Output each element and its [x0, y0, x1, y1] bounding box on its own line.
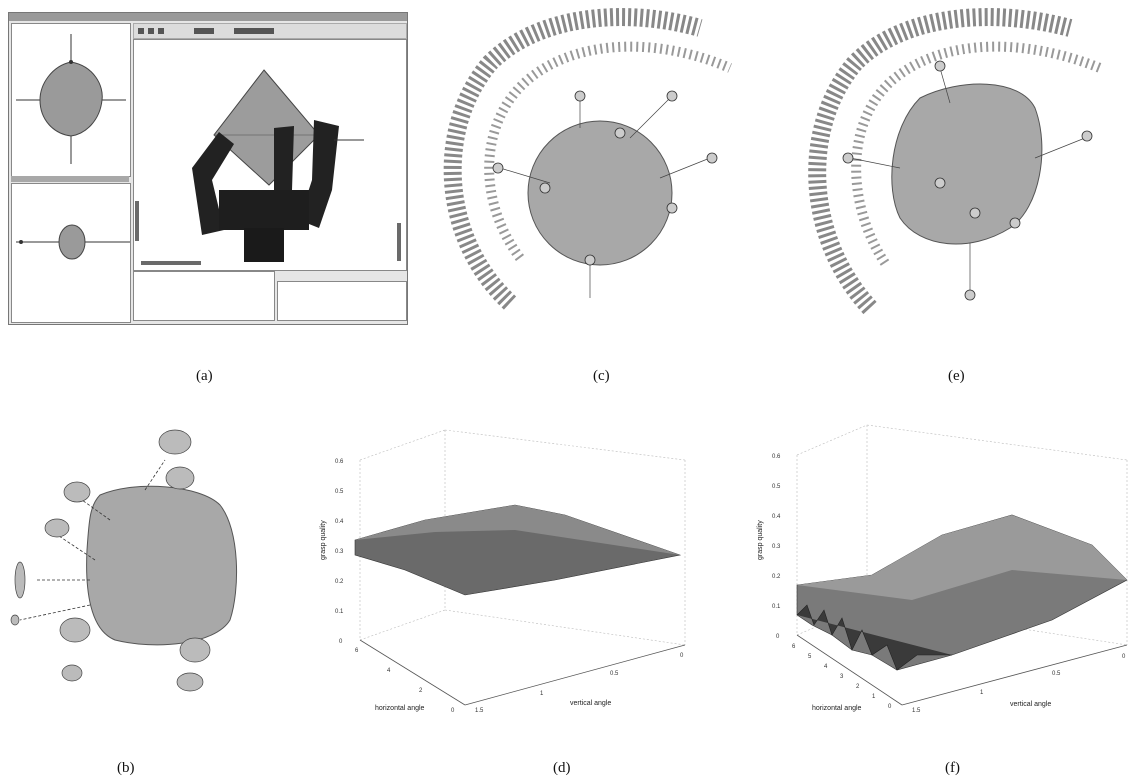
side-view-pane	[11, 183, 131, 323]
object-few-samples	[5, 420, 265, 720]
f-zlabel: grasp quality	[757, 520, 764, 560]
right-slider[interactable]	[397, 223, 401, 261]
d-z-tick: 0.1	[335, 609, 344, 615]
f-y-tick: 0	[1122, 654, 1126, 660]
d-xlabel: horizontal angle	[375, 705, 425, 712]
d-x-tick: 6	[355, 648, 359, 654]
d-y-tick: 0.5	[610, 671, 619, 677]
toolbar[interactable]	[133, 23, 407, 39]
d-z-tick: 0.5	[335, 489, 344, 495]
caption-a: (a)	[196, 368, 213, 385]
f-z-tick: 0.6	[772, 454, 781, 460]
pane-divider[interactable]	[11, 176, 129, 182]
grasp-simulator-window	[8, 12, 408, 325]
sphere-grasp-sampling	[430, 8, 770, 313]
d-y-tick: 0	[680, 653, 684, 659]
d-ylabel: vertical angle	[570, 700, 611, 707]
f-z-tick: 0.3	[772, 544, 781, 550]
f-x-tick: 5	[808, 654, 812, 660]
d-zlabel: grasp quality	[320, 520, 327, 560]
f-x-tick: 6	[792, 644, 796, 650]
f-y-tick: 0.5	[1052, 671, 1061, 677]
grasp-quality-surface-f: 0.6 0.5 0.4 0.3 0.2 0.1 0 grasp quality …	[752, 420, 1137, 720]
side-view-object	[12, 184, 130, 322]
d-x-tick: 2	[419, 688, 423, 694]
caption-b: (b)	[117, 760, 135, 777]
f-x-tick: 0	[888, 704, 892, 710]
f-x-tick: 4	[824, 664, 828, 670]
f-xlabel: horizontal angle	[812, 705, 862, 712]
d-x-tick: 0	[451, 708, 455, 714]
grasp-quality-surface-d: 0.6 0.5 0.4 0.3 0.2 0.1 0 grasp quality …	[315, 420, 705, 720]
f-y-tick: 1.5	[912, 708, 921, 714]
f-x-tick: 3	[840, 674, 844, 680]
gripper-scene	[134, 40, 406, 270]
f-x-tick: 2	[856, 684, 860, 690]
d-z-tick: 0.4	[335, 519, 344, 525]
f-z-tick: 0.4	[772, 514, 781, 520]
d-z-tick: 0.3	[335, 549, 344, 555]
left-slider[interactable]	[135, 201, 139, 241]
f-z-tick: 0.5	[772, 484, 781, 490]
d-y-tick: 1.5	[475, 708, 484, 714]
info-pane	[277, 281, 407, 321]
title-bar	[9, 13, 407, 21]
d-x-tick: 4	[387, 668, 391, 674]
d-z-ticks: 0.6 0.5 0.4 0.3 0.2 0.1 0	[335, 459, 344, 645]
caption-e: (e)	[948, 368, 965, 385]
f-ylabel: vertical angle	[1010, 701, 1051, 708]
console-pane	[133, 271, 275, 321]
d-z-tick: 0.2	[335, 579, 344, 585]
f-y-tick: 1	[980, 690, 984, 696]
f-x-tick: 1	[872, 694, 876, 700]
f-z-tick: 0	[776, 634, 780, 640]
caption-d: (d)	[553, 760, 571, 777]
f-z-tick: 0.1	[772, 604, 781, 610]
top-view-object	[12, 24, 130, 176]
3d-viewport[interactable]	[133, 39, 407, 271]
f-z-tick: 0.2	[772, 574, 781, 580]
d-y-tick: 1	[540, 691, 544, 697]
object-grasp-sampling	[800, 8, 1130, 318]
progress-bar	[141, 261, 201, 265]
caption-c: (c)	[593, 368, 610, 385]
d-z-tick: 0	[339, 639, 343, 645]
caption-f: (f)	[945, 760, 960, 777]
d-z-tick: 0.6	[335, 459, 344, 465]
top-view-pane	[11, 23, 131, 177]
